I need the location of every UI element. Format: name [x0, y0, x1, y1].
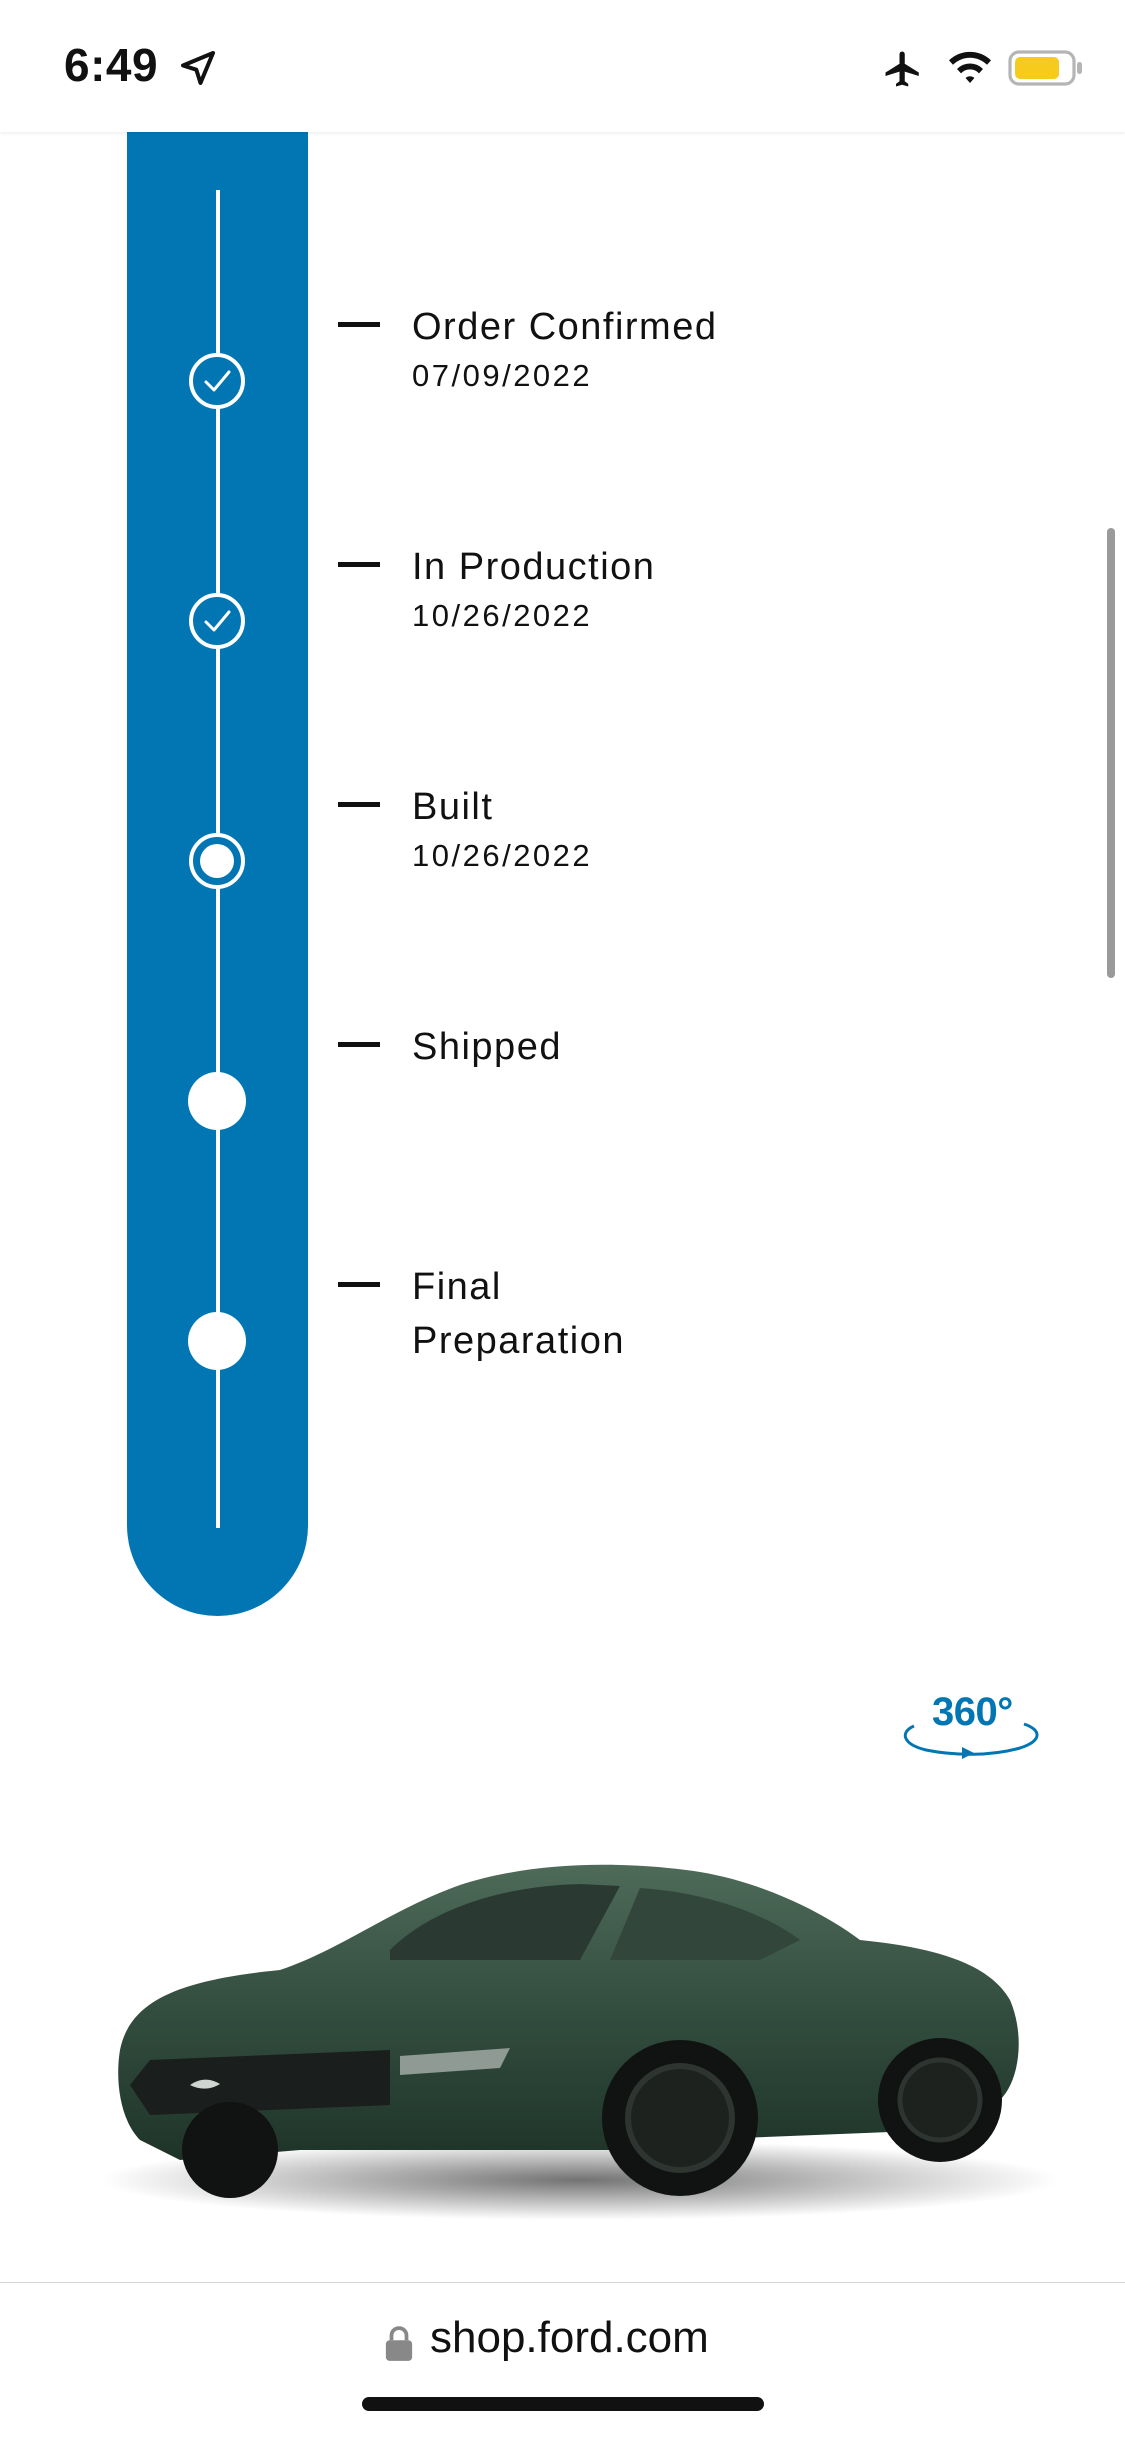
step-complete-check-icon: [189, 353, 245, 409]
step-pending-dot-icon: [188, 1072, 246, 1130]
location-arrow-icon: [181, 51, 215, 85]
view-360-button[interactable]: 360°: [896, 1690, 1046, 1760]
step-title: Shipped: [412, 1026, 562, 1068]
step-dash: [338, 1282, 380, 1287]
lock-icon: [385, 2326, 413, 2361]
step-date: 07/09/2022: [412, 358, 593, 393]
wifi-icon: [949, 51, 991, 83]
rotate-360-icon: [903, 1722, 1039, 1759]
step-dash: [338, 562, 380, 567]
step-title: Built: [412, 786, 494, 828]
home-indicator[interactable]: [362, 2397, 764, 2411]
step-title: Final Preparation: [412, 1266, 625, 1362]
view-360-label: 360°: [932, 1690, 1013, 1734]
battery-icon: [1008, 50, 1082, 86]
airplane-icon: [885, 51, 919, 87]
step-title: In Production: [412, 546, 656, 588]
browser-url-bar[interactable]: shop.ford.com: [0, 2282, 1125, 2437]
status-bar: 6:49: [0, 0, 1125, 132]
step-pending-dot-icon: [188, 1312, 246, 1370]
url-text[interactable]: shop.ford.com: [430, 2313, 709, 2362]
step-dash: [338, 1042, 380, 1047]
step-date: 10/26/2022: [412, 598, 593, 633]
page-scrollbar[interactable]: [1107, 528, 1115, 978]
vehicle-image: [100, 1864, 1060, 2220]
step-complete-check-icon: [189, 593, 245, 649]
step-dash: [338, 802, 380, 807]
step-current-ring-icon: [189, 833, 245, 889]
step-dash: [338, 322, 380, 327]
step-date: 10/26/2022: [412, 838, 593, 873]
step-title: Order Confirmed: [412, 306, 718, 348]
status-time: 6:49: [64, 39, 159, 91]
